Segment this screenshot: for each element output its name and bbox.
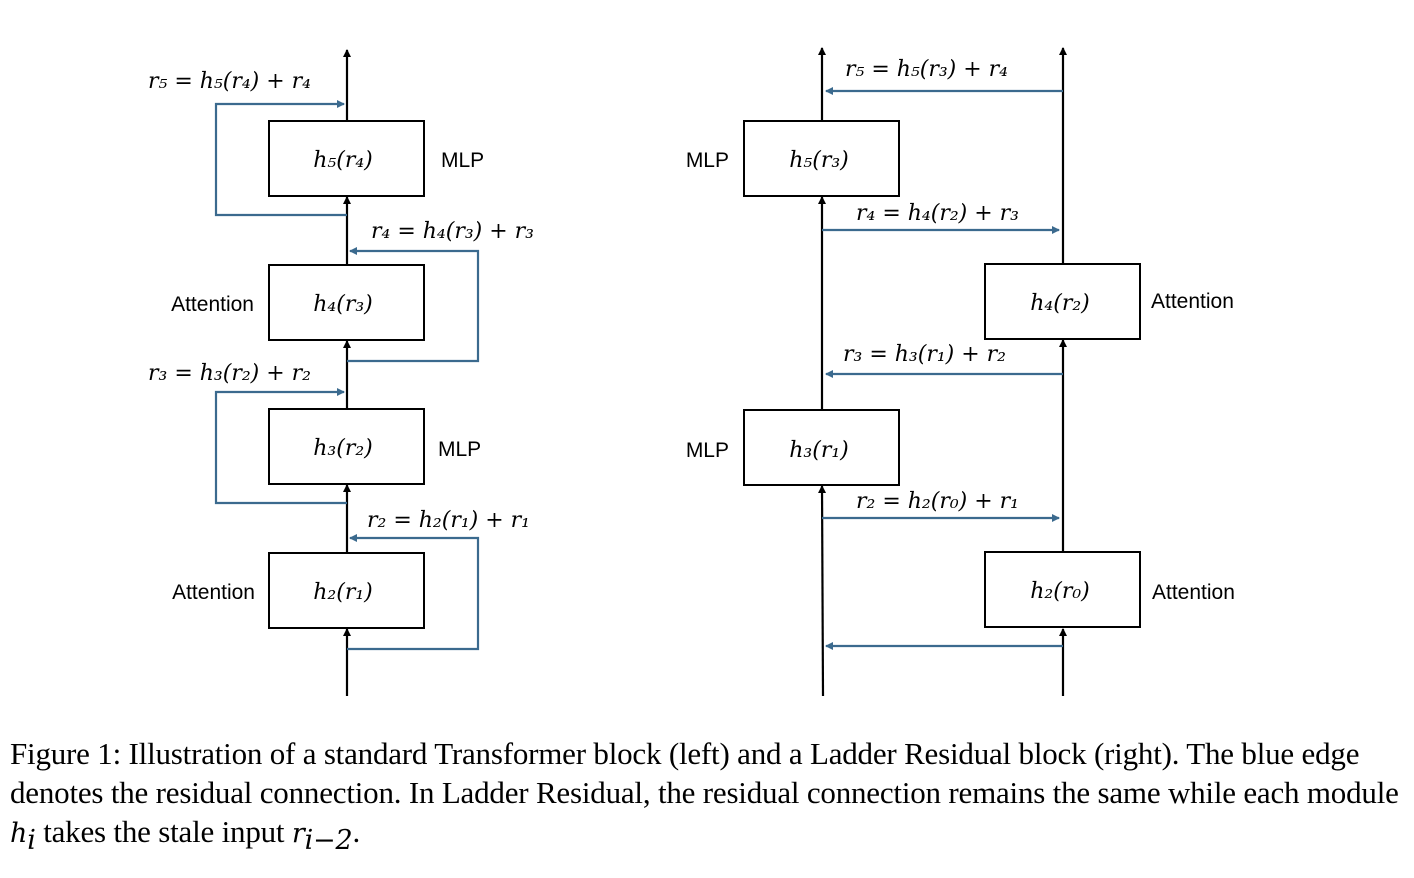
caption-r-symbol: r (291, 818, 305, 849)
residual-equation: r₂ = h₂(r₀) + r₁ (856, 489, 1019, 514)
module-box (268, 408, 425, 485)
residual-equation: r₃ = h₃(r₁) + r₂ (843, 342, 1006, 367)
box-label: h₂(r₀) (1030, 579, 1090, 604)
residual-equation: r₃ = h₃(r₂) + r₂ (148, 361, 311, 386)
residual-equation: r₅ = h₅(r₃) + r₄ (845, 57, 1008, 82)
box-label: h₄(r₂) (1030, 291, 1090, 316)
residual-stream-wire (818, 485, 827, 697)
attention-label: Attention (1152, 581, 1235, 604)
module-box (984, 551, 1141, 628)
residual-equation: r₅ = h₅(r₄) + r₄ (148, 69, 311, 94)
module-box (268, 552, 425, 629)
caption-r-subscript: i−2 (304, 825, 353, 857)
residual-equation: r₄ = h₄(r₂) + r₃ (856, 201, 1019, 226)
residual-connection (214, 388, 347, 505)
box-label: h₃(r₂) (313, 436, 373, 461)
module-box (268, 264, 425, 341)
mlp-label: MLP (686, 149, 729, 172)
box-label: h₅(r₃) (789, 148, 849, 173)
residual-equation: r₂ = h₂(r₁) + r₁ (367, 508, 530, 533)
residual-connection (347, 534, 480, 651)
module-box (743, 120, 900, 197)
diagram: h₅(r₄) h₄(r₃) h₃(r₂) h₂(r₁) MLP Attentio… (148, 47, 1235, 697)
box-label: h₅(r₄) (313, 148, 373, 173)
standard-transformer-block: h₅(r₄) h₄(r₃) h₃(r₂) h₂(r₁) MLP Attentio… (148, 49, 534, 696)
residual-connection (214, 100, 347, 217)
attention-label: Attention (1151, 290, 1234, 313)
caption-text: takes the stale input (35, 814, 292, 849)
residual-connection (347, 247, 480, 363)
caption-h-subscript: i (27, 825, 36, 857)
attention-label: Attention (171, 293, 254, 316)
caption-text: . (352, 814, 361, 849)
caption-text: Figure 1: Illustration of a standard Tra… (10, 736, 1399, 810)
mlp-label: MLP (686, 439, 729, 462)
caption-h-symbol: h (10, 818, 28, 849)
mlp-label: MLP (438, 438, 481, 461)
module-box (984, 263, 1141, 340)
box-label: h₄(r₃) (313, 292, 373, 317)
mlp-label: MLP (441, 149, 484, 172)
box-label: h₂(r₁) (313, 580, 373, 605)
attention-label: Attention (172, 581, 255, 604)
module-box (268, 120, 425, 197)
module-box (743, 409, 900, 486)
residual-equation: r₄ = h₄(r₃) + r₃ (371, 219, 534, 244)
ladder-residual-block: h₅(r₃) h₄(r₂) h₃(r₁) h₂(r₀) MLP Attentio… (686, 47, 1235, 697)
figure-caption: Figure 1: Illustration of a standard Tra… (10, 734, 1406, 863)
box-label: h₃(r₁) (789, 438, 849, 463)
